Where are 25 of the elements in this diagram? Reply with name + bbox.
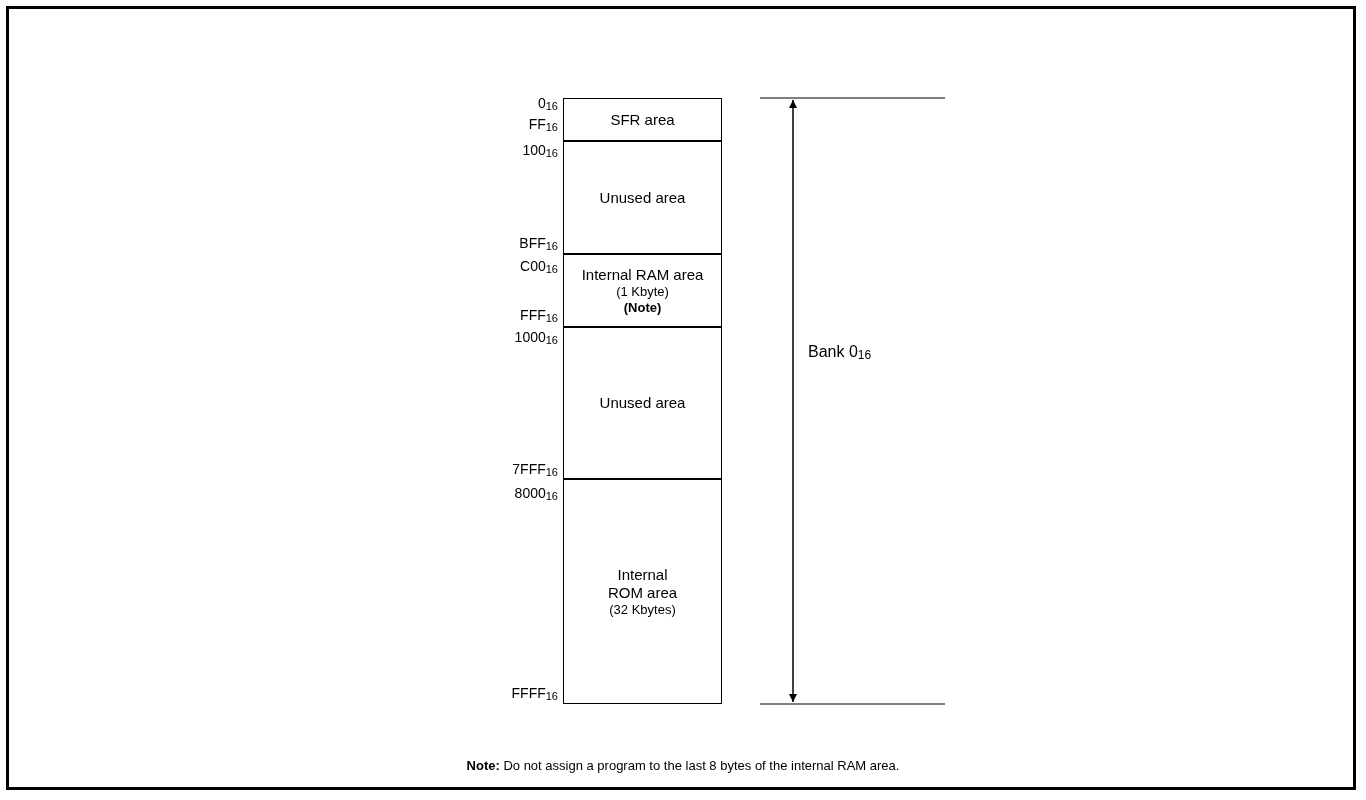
area-name: SFR area <box>610 110 675 129</box>
address-label: BFF$_{16}$ <box>519 235 558 252</box>
note-text: Note: Do not assign a program to the last 8 bytes of the internal RAM area. <box>465 758 901 773</box>
address-label: 7FFF$_{16}$ <box>512 461 558 478</box>
address-label: C00$_{16}$ <box>520 258 558 275</box>
area-size: (1 Kbyte) <box>616 283 669 300</box>
area-name: Internal ROM area <box>607 565 678 602</box>
address-label: 0$_{16}$ <box>537 95 558 112</box>
memory-area <box>563 254 722 327</box>
address-label: FFFF$_{16}$ <box>511 685 558 702</box>
dimension-label: Bank 0$_{16}$ <box>808 343 872 361</box>
address-label: 100$_{16}$ <box>522 142 558 159</box>
area-name: Unused area <box>599 394 686 412</box>
address-label: 1000$_{16}$ <box>514 329 558 346</box>
memory-area <box>563 327 722 479</box>
note-reference: (Note) <box>623 299 662 316</box>
area-name: Internal RAM area <box>581 265 704 284</box>
memory-area <box>563 98 722 141</box>
area-name: Unused area <box>599 188 686 207</box>
memory-area <box>563 479 722 704</box>
memory-area <box>563 141 722 254</box>
area-size: (32 Kbytes) <box>609 601 676 618</box>
address-label: 8000$_{16}$ <box>514 485 558 502</box>
address-label: FFF$_{16}$ <box>520 307 558 324</box>
address-label: FF$_{16}$ <box>528 116 558 133</box>
